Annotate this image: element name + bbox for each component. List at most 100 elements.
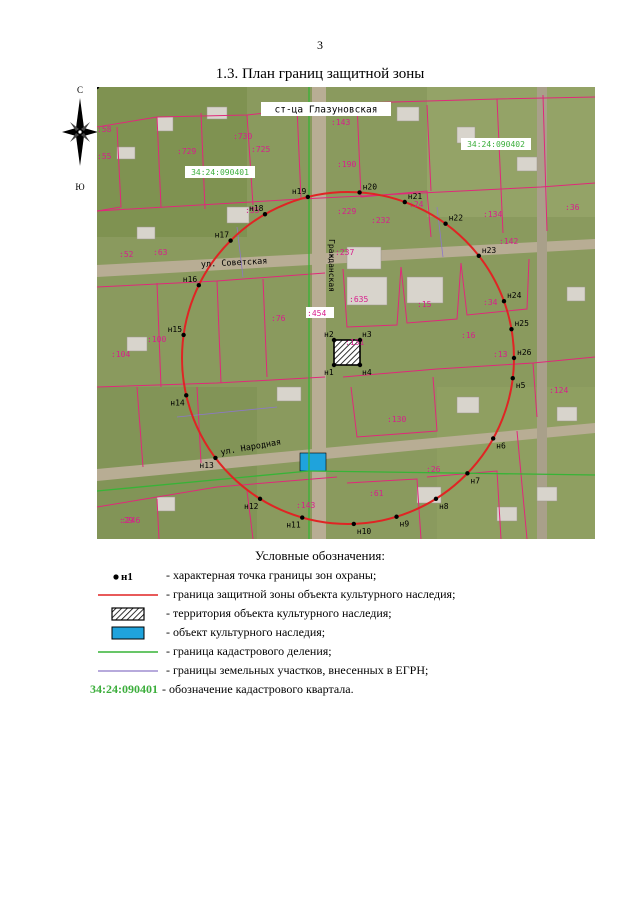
parcel-label: :16 (461, 331, 476, 340)
road-sovetskaya (97, 239, 595, 277)
boundary-point-label: н7 (470, 476, 480, 485)
purple-line-icon (98, 669, 158, 672)
parcel-label: :131 (345, 338, 364, 347)
legend-text-egrn: - границы земельных участков, внесенных … (166, 663, 429, 677)
compass-rose-icon: С Ю (62, 85, 98, 192)
quarter-label-right: 34:24:090402 (467, 140, 525, 149)
legend-text-territory: - территория объекта культурного наследи… (166, 606, 392, 620)
parcel-label: :55 (97, 152, 112, 161)
boundary-point-marker (331, 362, 337, 368)
boundary-point-label: н11 (286, 521, 301, 530)
boundary-point-label: н19 (292, 187, 307, 196)
parcel-label: :246 (121, 516, 140, 525)
boundary-point-marker (184, 393, 189, 398)
parcel-label: :134 (483, 210, 502, 219)
boundary-point-marker (196, 283, 202, 288)
parcel-label: :63 (153, 248, 168, 257)
parcel-label: :143 (296, 501, 315, 510)
legend-text-quarter: - обозначение кадастрового квартала. (162, 682, 354, 696)
boundary-point-marker (181, 332, 186, 338)
boundary-point-label: н23 (482, 246, 497, 255)
parcel-label: :36 (565, 203, 580, 212)
compass-north-label: С (77, 85, 83, 95)
boundary-point-marker (305, 194, 311, 200)
boundary-point-label: н26 (517, 348, 532, 357)
boundary-point-marker (357, 337, 363, 343)
legend-item-egrn: - границы земельных участков, внесенных … (90, 661, 610, 680)
parcel-label: :143 (331, 118, 350, 127)
egrn-lines (176, 206, 444, 418)
boundary-point-marker (357, 362, 363, 368)
parcel-label: :232 (371, 216, 390, 225)
blue-box-icon (111, 626, 145, 639)
parcel-label: :15 (417, 300, 432, 309)
legend-title: Условные обозначения: (254, 548, 386, 563)
parcel-label: :130 (387, 415, 406, 424)
parcel-label: :635 (349, 295, 368, 304)
parcel-label: :237 (335, 248, 354, 257)
boundary-point-marker (443, 221, 448, 226)
parcel-label: :29 (119, 516, 134, 525)
parcel-label: :13 (493, 350, 508, 359)
boundary-point-label: н6 (496, 441, 506, 450)
parcel-label: :58 (97, 125, 112, 134)
parcel-label: :34 (483, 298, 498, 307)
quarter-label-left: 34:24:090401 (191, 168, 249, 177)
street-label-grazhdanskaya: Гражданская (327, 239, 336, 292)
boundary-point-label: н15 (168, 325, 183, 334)
page-number: 3 (317, 38, 323, 52)
boundary-point-marker (433, 496, 439, 501)
legend-item-territory: - территория объекта культурного наследи… (90, 604, 610, 623)
boundary-point-marker (331, 337, 337, 343)
boundary-point-label: н21 (408, 192, 423, 201)
parcel-label: :100 (147, 335, 166, 344)
parcel-label: :76 (271, 314, 286, 323)
settlement-label-bg (261, 102, 391, 116)
point-marker-icon: н1 (113, 571, 133, 583)
boundary-point-label: н14 (170, 398, 185, 407)
parcel-label: :24 (409, 200, 424, 209)
legend-item-object: - объект культурного наследия; (90, 623, 610, 642)
boundary-point-marker (357, 190, 362, 195)
legend-symbol-territory (90, 606, 166, 621)
boundary-point-label: н18 (249, 204, 264, 213)
parcel-label: :142 (499, 237, 518, 246)
parcel-label-bg (306, 307, 334, 318)
boundary-point-label: н13 (199, 461, 214, 470)
boundary-point-label: н4 (362, 368, 372, 377)
boundary-point-label: н3 (362, 330, 372, 339)
parcel-label: :61 (369, 489, 384, 498)
boundary-point-marker (510, 376, 515, 381)
boundary-point-marker (257, 496, 263, 501)
boundary-point-marker (394, 514, 399, 519)
legend-text-object: - объект культурного наследия; (166, 625, 326, 639)
boundary-point-marker (509, 326, 514, 332)
map-panel: ст-ца Глазуновская 34:24:090401 34:24:09… (97, 87, 595, 539)
parcel-label: :454 (307, 309, 326, 318)
boundary-point-label: н2 (324, 330, 334, 339)
boundary-point-label: н27 (97, 87, 112, 89)
boundary-point-label: н25 (514, 319, 529, 328)
boundary-point-label: н12 (244, 502, 259, 511)
parcel-label: :104 (111, 350, 130, 359)
legend-symbol-object (90, 626, 166, 640)
boundary-point-marker (97, 87, 100, 90)
parcel-label: :725 (251, 145, 270, 154)
parcel-boundaries (97, 94, 595, 539)
boundary-point-marker (465, 471, 470, 476)
legend: н1 - характерная точка границы зон охран… (90, 566, 610, 699)
boundary-point-marker (501, 299, 507, 304)
legend-item-cadastral: - граница кадастрового деления; (90, 642, 610, 661)
legend-item-quarter: 34:24:090401 - обозначение кадастрового … (90, 680, 610, 699)
boundary-point-label: н5 (516, 381, 526, 390)
boundary-point-marker (213, 455, 218, 461)
parcel-label: :124 (549, 386, 568, 395)
legend-symbol-cadastral (90, 649, 166, 655)
red-line-icon (98, 593, 158, 596)
boundary-point-marker (511, 355, 517, 361)
legend-symbol-egrn (90, 668, 166, 674)
boundary-point-marker (351, 521, 356, 527)
street-label-sovetskaya: ул. Советская (201, 257, 268, 270)
boundary-point-label: н16 (183, 275, 198, 284)
